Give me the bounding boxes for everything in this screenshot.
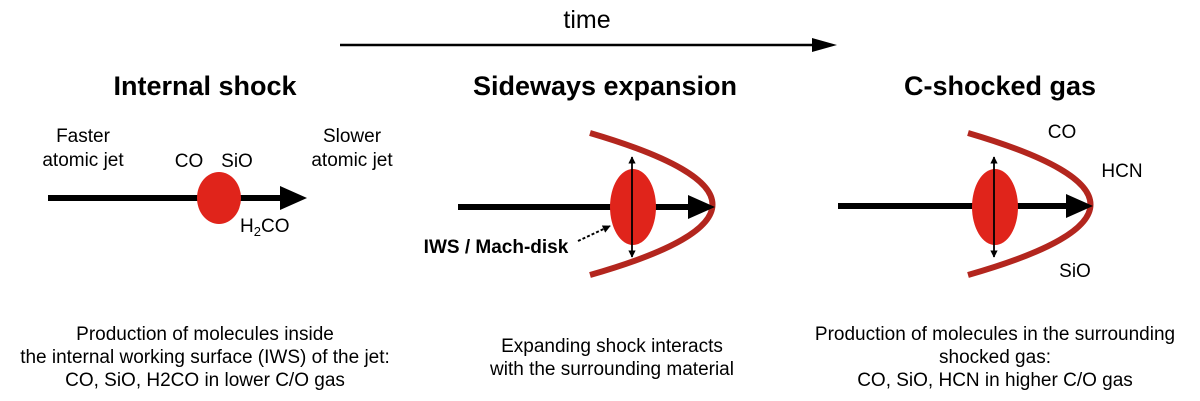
mol-sio-label: SiO	[1059, 261, 1091, 282]
panel1-caption-line2: the internal working surface (IWS) of th…	[20, 347, 390, 368]
panel2-caption-line2: with the surrounding material	[489, 359, 734, 380]
faster-jet-label-line2: atomic jet	[42, 150, 124, 171]
iws-mach-disk-label: IWS / Mach-disk	[424, 237, 569, 258]
panel3-title: C-shocked gas	[904, 71, 1096, 101]
internal-shock-blob	[197, 172, 241, 224]
panel1-caption-line3: CO, SiO, H2CO in lower C/O gas	[65, 370, 345, 391]
slower-jet-label-line2: atomic jet	[311, 150, 393, 171]
panel2-caption-line1: Expanding shock interacts	[501, 336, 723, 357]
panel-c-shocked-gas: C-shocked gas CO HCN SiO Production of m…	[815, 71, 1175, 391]
atomic-jet-arrow	[48, 186, 307, 210]
mol-h2co-label: H2CO	[240, 216, 289, 239]
panel3-caption-line2: shocked gas:	[939, 347, 1051, 368]
mol-co-label: CO	[1048, 122, 1077, 143]
panel1-caption-line1: Production of molecules inside	[76, 324, 334, 345]
panel-internal-shock: Internal shock Faster atomic jet Slower …	[20, 71, 393, 391]
panel-sideways-expansion: Sideways expansion IWS / Mach-disk Expan…	[424, 71, 737, 380]
mol-sio-label: SiO	[221, 151, 253, 172]
time-arrow	[340, 38, 837, 52]
time-label: time	[563, 6, 610, 34]
bow-shock-curve	[967, 130, 1094, 278]
bow-shock-curve	[589, 130, 716, 278]
panel3-caption-line1: Production of molecules in the surroundi…	[815, 324, 1175, 345]
panel3-caption-line3: CO, SiO, HCN in higher C/O gas	[857, 370, 1133, 391]
mol-hcn-label: HCN	[1101, 161, 1142, 182]
jet-arrow	[458, 195, 715, 219]
panel1-title: Internal shock	[113, 71, 297, 101]
mach-disk-blob	[610, 169, 656, 245]
mol-co-label: CO	[175, 151, 204, 172]
iws-pointer-arrow	[577, 225, 611, 242]
panel2-title: Sideways expansion	[473, 71, 737, 101]
jet-arrow	[838, 194, 1093, 218]
shocked-gas-blob	[972, 169, 1018, 245]
slower-jet-label-line1: Slower	[323, 126, 382, 147]
faster-jet-label-line1: Faster	[56, 126, 111, 147]
